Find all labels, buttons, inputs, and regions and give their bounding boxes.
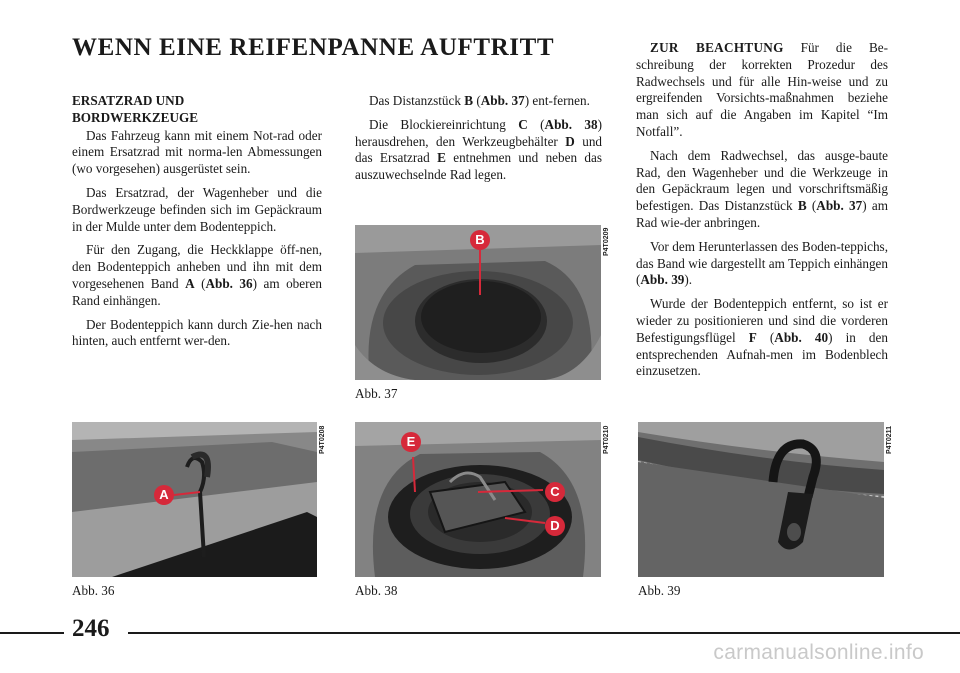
text-run: Das Distanzstück	[369, 93, 465, 108]
ref-letter: E	[437, 150, 446, 166]
heading-line-2: BORDWERKZEUGE	[72, 109, 199, 125]
paragraph: Vor dem Herunterlassen des Boden-teppich…	[636, 239, 888, 289]
footer-rule-right	[128, 632, 960, 634]
text-run: Für den Zugang, die Heckklappe öff-nen, …	[72, 242, 322, 291]
figure-caption: Abb. 38	[355, 583, 398, 598]
label-d-marker: D	[545, 516, 565, 536]
ref-letter: B	[797, 198, 807, 214]
figure-36-image: A	[72, 422, 317, 577]
label-a-marker: A	[154, 485, 174, 505]
figure-code: P4T0208	[319, 425, 326, 454]
figure-ref: Abb. 38	[544, 116, 598, 132]
text-run: (	[806, 198, 817, 214]
figure-39-image	[638, 422, 884, 577]
text-run: Für die Be-schreibung der korrekten Proz…	[636, 40, 888, 139]
footer-rule-left	[0, 632, 64, 634]
text-run: ) am oberen Rand einhängen.	[72, 275, 322, 308]
text-run: entnehmen und neben das auszuwechselnde …	[355, 150, 602, 183]
paragraph: Das Ersatzrad, der Wagenheber und die Bo…	[72, 184, 322, 234]
paragraph: Nach dem Radwechsel, das ausge-baute Rad…	[636, 148, 888, 232]
text-run: ) am Rad wie-der anbringen.	[636, 198, 888, 230]
figure-ref: Abb. 37	[480, 93, 525, 108]
figure-37-image: B	[355, 225, 601, 380]
label-c-marker: C	[545, 482, 565, 502]
text-run: Nach dem Radwechsel, das ausge-baute Rad…	[636, 147, 888, 214]
paragraph: Das Fahrzeug kann mit einem Not-rad oder…	[72, 127, 322, 177]
text-run: ).	[684, 272, 693, 288]
text-column-2: Das Distanzstück B (Abb. 37) ent-fernen.…	[355, 93, 602, 191]
paragraph: Die Blockiereinrichtung C (Abb. 38) hera…	[355, 117, 602, 184]
figure-ref: Abb. 37	[816, 198, 863, 214]
paragraph: Der Bodenteppich kann durch Zie-hen nach…	[72, 316, 322, 349]
figure-38-image: E C D	[355, 422, 601, 577]
figure-ref: Abb. 39	[640, 272, 685, 288]
ref-letter: B	[464, 93, 474, 108]
label-e-marker: E	[401, 432, 421, 452]
heading-line-1: ERSATZRAD UND	[72, 93, 185, 108]
figure-caption: Abb. 39	[638, 583, 681, 598]
watermark[interactable]: carmanualsonline.info	[713, 641, 924, 664]
page-number: 246	[72, 615, 110, 642]
figure-code: P4T0210	[603, 425, 610, 454]
text-run: Vor dem Herunterlassen des Boden-teppich…	[636, 238, 888, 288]
figure-code: P4T0209	[603, 227, 610, 256]
page-title: WENN EINE REIFENPANNE AUFTRITT	[72, 34, 555, 61]
figure-ref: Abb. 36	[205, 275, 253, 291]
text-run: ) herausdrehen, den Werkzeugbehälter	[355, 116, 602, 149]
figure-ref: Abb. 40	[774, 329, 829, 345]
text-column-1: ERSATZRAD UND BORDWERKZEUGE Das Fahrzeug…	[72, 93, 322, 357]
ref-letter: D	[565, 133, 575, 149]
text-run: Die Blockiereinrichtung	[369, 116, 519, 132]
text-run: ) in den entsprechenden Aufnah-men im Bo…	[636, 329, 888, 379]
text-run: ) ent-fernen.	[524, 93, 590, 108]
figure-caption: Abb. 36	[72, 583, 115, 598]
text-run: (	[473, 93, 481, 108]
ref-letter: F	[748, 329, 757, 345]
label-b-marker: B	[470, 230, 490, 250]
label-text: B	[475, 232, 485, 247]
section-heading: ERSATZRAD UND BORDWERKZEUGE	[72, 93, 322, 127]
ref-letter: C	[518, 116, 528, 132]
label-text: A	[159, 487, 169, 502]
figure-caption: Abb. 37	[355, 386, 398, 401]
note-paragraph: ZUR BEACHTUNG Für die Be-schreibung der …	[636, 40, 888, 141]
paragraph: Das Distanzstück B (Abb. 37) ent-fernen.	[355, 93, 602, 110]
label-text: D	[550, 518, 560, 533]
paragraph: Wurde der Bodenteppich entfernt, so ist …	[636, 296, 888, 380]
label-text: C	[550, 484, 560, 499]
ref-letter: A	[185, 275, 195, 291]
text-run: (	[756, 329, 775, 345]
text-run: und das Ersatzrad	[355, 133, 602, 166]
note-label: ZUR BEACHTUNG	[650, 40, 784, 55]
text-run: Wurde der Bodenteppich entfernt, so ist …	[636, 296, 888, 345]
text-column-3: ZUR BEACHTUNG Für die Be-schreibung der …	[636, 40, 888, 387]
text-run: (	[527, 116, 545, 132]
figure-code: P4T0211	[886, 425, 893, 454]
paragraph: Für den Zugang, die Heckklappe öff-nen, …	[72, 242, 322, 309]
text-run: (	[194, 275, 206, 291]
label-text: E	[406, 434, 416, 449]
